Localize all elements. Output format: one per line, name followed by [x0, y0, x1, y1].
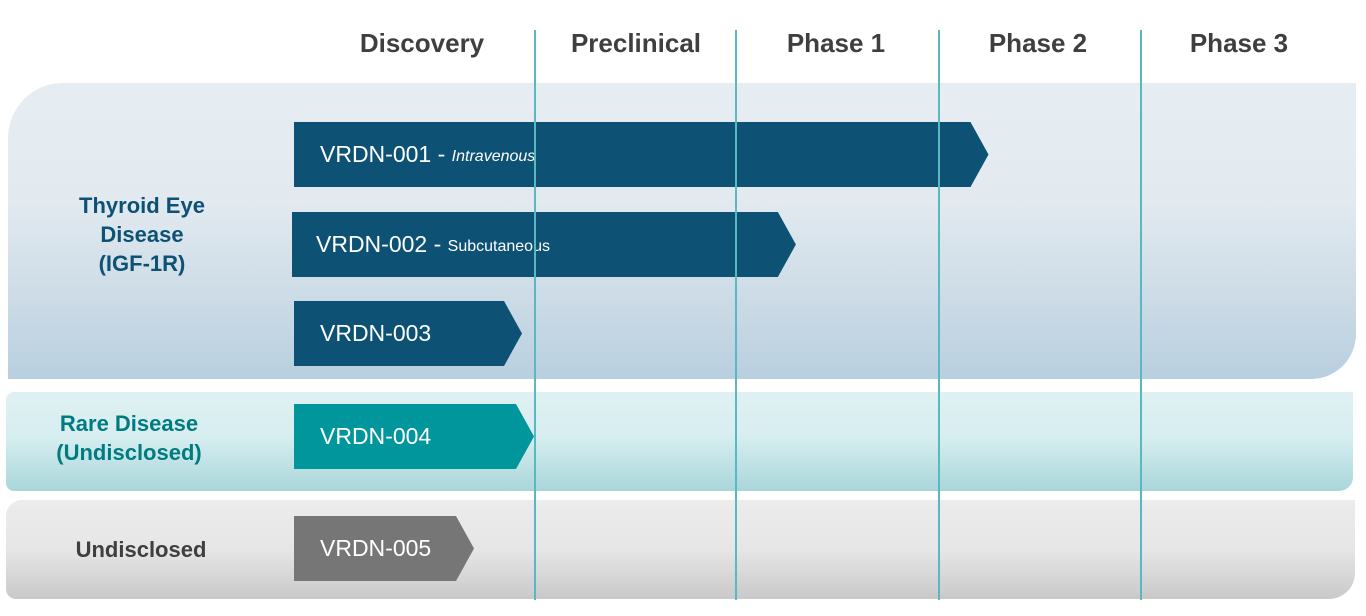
- program-separator: -: [431, 141, 452, 167]
- program-route: Intravenous: [451, 147, 536, 165]
- phase-header-phase-2: Phase 2: [988, 28, 1088, 58]
- stage-divider: [534, 30, 536, 600]
- program-bar-vrdn-004: VRDN-004: [294, 404, 534, 469]
- rare-disease-row: [6, 392, 1353, 491]
- category-label-line: Disease: [100, 222, 184, 247]
- category-label-line: Rare Disease: [59, 411, 199, 436]
- undisclosed-row: [6, 500, 1355, 599]
- program-route: Subcutaneous: [447, 237, 550, 255]
- category-label-line: Thyroid Eye: [79, 193, 205, 218]
- category-label-undisclosed: Undisclosed: [31, 535, 251, 564]
- program-separator: -: [427, 231, 448, 257]
- category-label-line: (Undisclosed): [56, 440, 202, 465]
- stage-divider: [735, 30, 737, 600]
- program-name: VRDN-001: [320, 141, 432, 167]
- phase-header-phase-3: Phase 3: [1189, 28, 1289, 58]
- program-name: VRDN-002: [316, 231, 428, 257]
- category-label-rare-disease: Rare Disease (Undisclosed): [19, 409, 239, 467]
- phase-header-preclinical: Preclinical: [570, 28, 702, 58]
- program-name: VRDN-003: [320, 320, 432, 346]
- program-name: VRDN-005: [320, 535, 432, 561]
- stage-divider: [1140, 30, 1142, 600]
- phase-header-phase-1: Phase 1: [786, 28, 886, 58]
- category-label-line: Undisclosed: [75, 537, 207, 562]
- category-label-line: (IGF-1R): [98, 251, 186, 276]
- program-bar-vrdn-001: VRDN-001 - Intravenous: [294, 122, 989, 187]
- program-bar-vrdn-003: VRDN-003: [294, 301, 522, 366]
- category-label-thyroid-eye-disease: Thyroid Eye Disease (IGF-1R): [32, 191, 252, 278]
- program-bar-vrdn-002: VRDN-002 - Subcutaneous: [292, 212, 796, 277]
- program-bar-vrdn-005: VRDN-005: [294, 516, 474, 581]
- program-name: VRDN-004: [320, 423, 432, 449]
- phase-header-discovery: Discovery: [359, 28, 485, 58]
- stage-divider: [938, 30, 940, 600]
